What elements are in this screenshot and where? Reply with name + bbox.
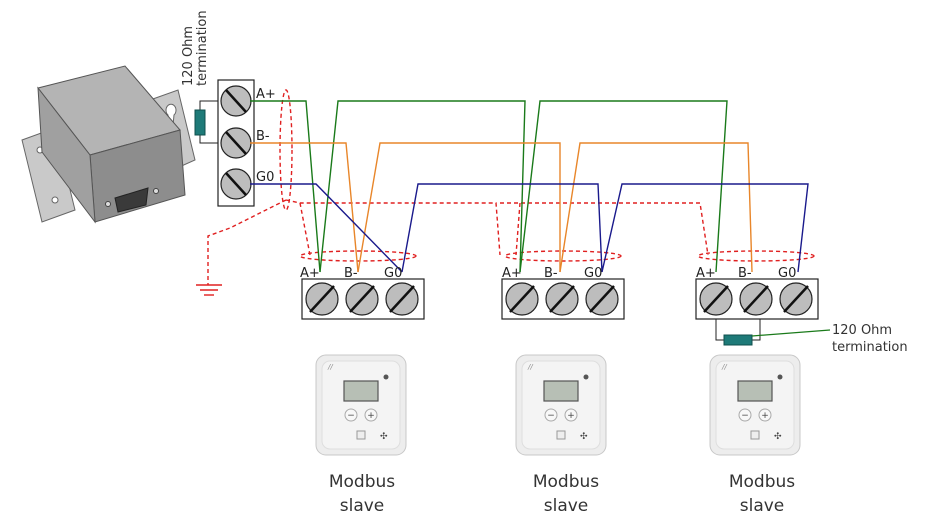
slave-2-label: Modbus slave (496, 470, 636, 518)
slave-1-label-line2: slave (339, 496, 385, 516)
wire-g0 (250, 183, 809, 273)
slave-1-thermostat: − + ✣ // (315, 354, 407, 456)
slave-1-label-line1: Modbus (328, 472, 396, 492)
slave-2-terminal-block: A+ B- G0 (501, 266, 625, 320)
master-screw-b (220, 127, 252, 159)
slave-2-label-g0: G0 (584, 266, 602, 281)
slave-1-label: Modbus slave (292, 470, 432, 518)
end-termination-resistor (715, 319, 831, 346)
brand-logo: // (327, 363, 333, 371)
slave-3-terminal-block: A+ B- G0 (695, 266, 819, 320)
ground-icon (196, 284, 222, 296)
minus-icon: − (347, 411, 355, 421)
plus-icon: + (761, 411, 769, 421)
fan-icon: ✣ (580, 432, 588, 442)
slave-3-label-line2: slave (739, 496, 785, 516)
slave-3-label-line1: Modbus (728, 472, 796, 492)
end-termination-label-1: 120 Ohm (832, 323, 892, 338)
minus-icon: − (547, 411, 555, 421)
slave-2-label-line2: slave (543, 496, 589, 516)
fan-icon: ✣ (774, 432, 782, 442)
plus-icon: + (367, 411, 375, 421)
slave-1-terminal-block: A+ B- G0 (300, 266, 425, 320)
slave-2-thermostat: − + ✣ // (515, 354, 607, 456)
wire-a-plus (250, 100, 728, 273)
master-termination-resistor (194, 100, 218, 144)
master-label-a: A+ (256, 87, 276, 102)
slave-1-label-g0: G0 (384, 266, 402, 281)
minus-icon: − (741, 411, 749, 421)
plus-icon: + (567, 411, 575, 421)
master-termination-label-2: termination (195, 10, 210, 86)
slave-2-label-line1: Modbus (532, 472, 600, 492)
shield-wire (207, 89, 815, 285)
slave-3-label-g0: G0 (778, 266, 796, 281)
fan-icon: ✣ (380, 432, 388, 442)
master-label-g0: G0 (256, 170, 274, 185)
slave-2-label-a: A+ (502, 266, 522, 281)
master-screw-a (220, 85, 252, 117)
slave-1-label-b: B- (344, 266, 358, 281)
slave-2-label-b: B- (544, 266, 558, 281)
brand-logo: // (721, 363, 727, 371)
slave-1-label-a: A+ (300, 266, 320, 281)
master-screw-g0 (220, 168, 252, 200)
slave-3-label: Modbus slave (692, 470, 832, 518)
slave-3-label-a: A+ (696, 266, 716, 281)
master-label-b: B- (256, 129, 270, 144)
slave-3-thermostat: − + ✣ // (709, 354, 801, 456)
wire-b-minus (250, 142, 753, 273)
master-termination-label-1: 120 Ohm (181, 26, 196, 86)
brand-logo: // (527, 363, 533, 371)
end-termination-label-2: termination (832, 340, 908, 355)
gateway-device (21, 65, 196, 224)
slave-3-label-b: B- (738, 266, 752, 281)
